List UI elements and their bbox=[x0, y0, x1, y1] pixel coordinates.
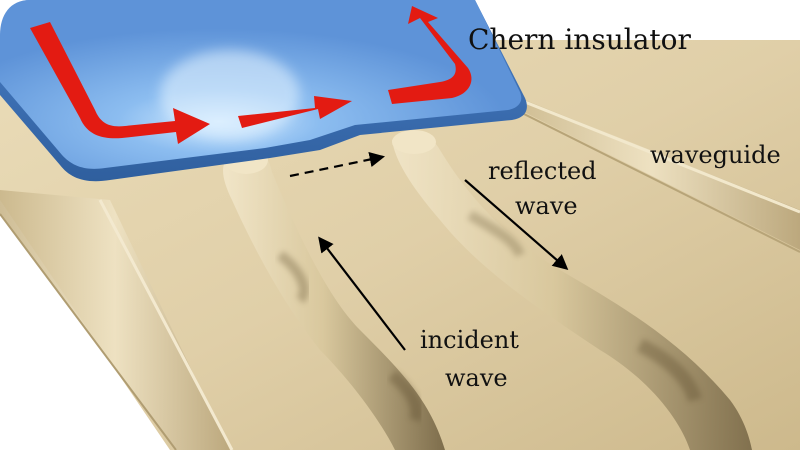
reflected-wave-ridge bbox=[392, 130, 752, 450]
incident-label-line2: wave bbox=[445, 364, 508, 392]
labels: Chern insulator waveguide reflected wave… bbox=[420, 23, 781, 392]
edge-arrow-middle bbox=[238, 96, 352, 128]
reflection-dashed-arrow bbox=[289, 151, 386, 178]
chern-insulator-label: Chern insulator bbox=[468, 23, 691, 56]
edge-arrow-left bbox=[30, 22, 210, 144]
annotation-arrows bbox=[289, 151, 569, 351]
reflected-label-line1: reflected bbox=[488, 157, 597, 185]
waveguide-label: waveguide bbox=[650, 141, 781, 169]
reflected-wave-arrow bbox=[464, 179, 569, 271]
incident-wave-arrow bbox=[318, 236, 406, 351]
incident-label-line1: incident bbox=[420, 326, 519, 354]
edge-arrow-right bbox=[388, 6, 472, 104]
reflected-label-line2: wave bbox=[515, 192, 578, 220]
chiral-edge-arrows bbox=[30, 6, 472, 144]
